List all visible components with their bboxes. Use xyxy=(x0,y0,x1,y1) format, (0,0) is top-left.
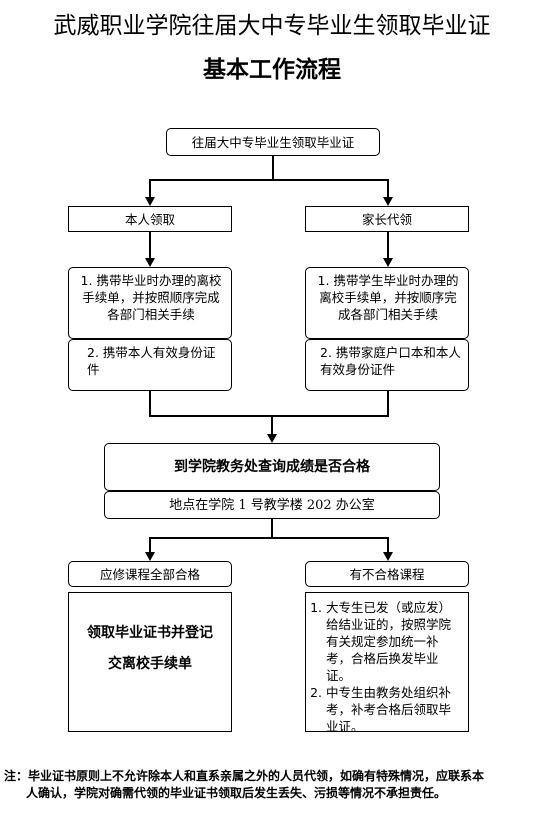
connector-line xyxy=(272,156,274,180)
arrow-icon xyxy=(383,258,393,267)
arrow-icon xyxy=(267,434,277,443)
self-step-1: 1. 携带毕业时办理的离校手续单，并按照顺序完成各部门相关手续 xyxy=(68,267,232,339)
parent-step-2: 2. 携带家庭户口本和本人有效身份证件 xyxy=(305,339,469,391)
connector-line xyxy=(149,391,151,417)
footnote: 注：毕业证书原则上不允许除本人和直系亲属之外的人员代领，如确有特殊情况，应联系本… xyxy=(4,768,544,802)
self-collect-box: 本人领取 xyxy=(68,206,232,232)
all-pass-box: 应修课程全部合格 xyxy=(68,561,232,587)
connector-line xyxy=(387,391,389,417)
connector-line xyxy=(271,519,273,538)
grade-check-box: 到学院教务处查询成绩是否合格 xyxy=(104,443,440,491)
connector-line xyxy=(149,537,389,539)
connector-line xyxy=(149,232,151,258)
footnote-line-1: 注：毕业证书原则上不允许除本人和直系亲属之外的人员代领，如确有特殊情况，应联系本 xyxy=(4,769,485,783)
connector-line xyxy=(149,415,389,417)
connector-line xyxy=(387,232,389,258)
arrow-icon xyxy=(383,552,393,561)
pass-line-1: 领取毕业证书并登记 xyxy=(87,625,213,641)
pass-line-2: 交离校手续单 xyxy=(108,656,192,672)
self-step-2: 2. 携带本人有效身份证件 xyxy=(68,339,232,391)
arrow-icon xyxy=(145,552,155,561)
parent-step-1: 1. 携带学生毕业时办理的离校手续单，并按顺序完成各部门相关手续 xyxy=(305,267,469,339)
fail-item-1: 大专生已发（或应发）给结业证的，按照学院有关规定参加统一补考，合格后换发毕业证。 xyxy=(326,599,460,684)
pass-detail-box: 领取毕业证书并登记 交离校手续单 xyxy=(68,592,232,732)
page-subtitle: 基本工作流程 xyxy=(203,56,341,83)
footnote-line-2: 人确认，学院对确需代领的毕业证书领取后发生丢失、污损等情况不承担责任。 xyxy=(26,786,447,800)
connector-line xyxy=(149,537,151,552)
connector-line xyxy=(149,179,151,197)
location-box: 地点在学院 1 号教学楼 202 办公室 xyxy=(104,491,440,519)
connector-line xyxy=(271,415,273,434)
connector-line xyxy=(387,179,389,197)
fail-item-2: 中专生由教务处组织补考，补考合格后领取毕业证。 xyxy=(326,684,460,735)
arrow-icon xyxy=(145,258,155,267)
parent-collect-box: 家长代领 xyxy=(305,206,469,232)
page-title: 武威职业学院往届大中专毕业生领取毕业证 xyxy=(53,13,491,39)
arrow-icon xyxy=(383,197,393,206)
fail-detail-box: 大专生已发（或应发）给结业证的，按照学院有关规定参加统一补考，合格后换发毕业证。… xyxy=(305,592,469,735)
start-box: 往届大中专毕业生领取毕业证 xyxy=(166,128,380,156)
fail-box: 有不合格课程 xyxy=(305,561,469,587)
connector-line xyxy=(149,179,389,181)
arrow-icon xyxy=(145,197,155,206)
connector-line xyxy=(387,537,389,552)
